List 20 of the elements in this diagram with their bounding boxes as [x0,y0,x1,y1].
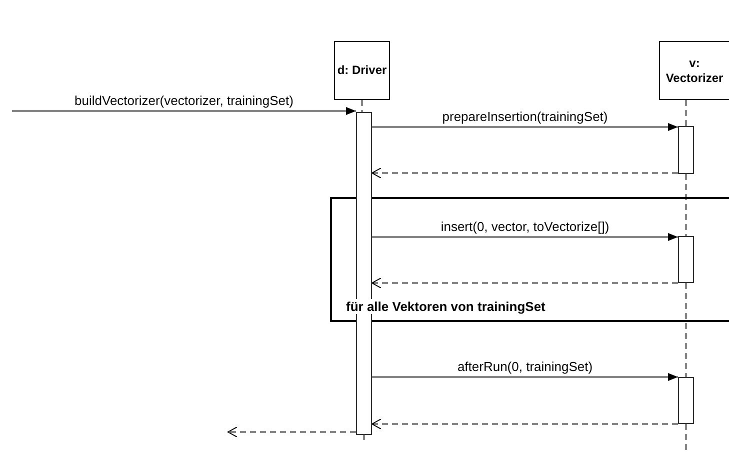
loop-condition: für alle Vektoren von trainingSet [346,299,546,314]
edge-label: prepareInsertion(trainingSet) [441,109,609,124]
activation-bar [678,236,694,283]
message-arrow [372,373,678,381]
object-name: v: Vectorizer [664,56,724,86]
message-arrow [372,123,678,131]
return-arrow [372,168,678,178]
activation-bar [678,377,694,424]
object-name: d: Driver [337,63,387,78]
lifeline-header [659,41,729,100]
edge-label: afterRun(0, trainingSet) [456,359,594,374]
return-arrow [372,418,678,430]
edge-label: insert(0, vector, toVectorize[]) [440,219,610,234]
return-arrow [372,278,678,288]
message-arrow [12,107,356,115]
lifeline-header [334,41,390,100]
return-arrow [228,426,356,438]
edge-label: buildVectorizer(vectorizer, trainingSet) [74,93,294,108]
activation-bar [678,126,694,174]
message-arrow [372,233,678,241]
